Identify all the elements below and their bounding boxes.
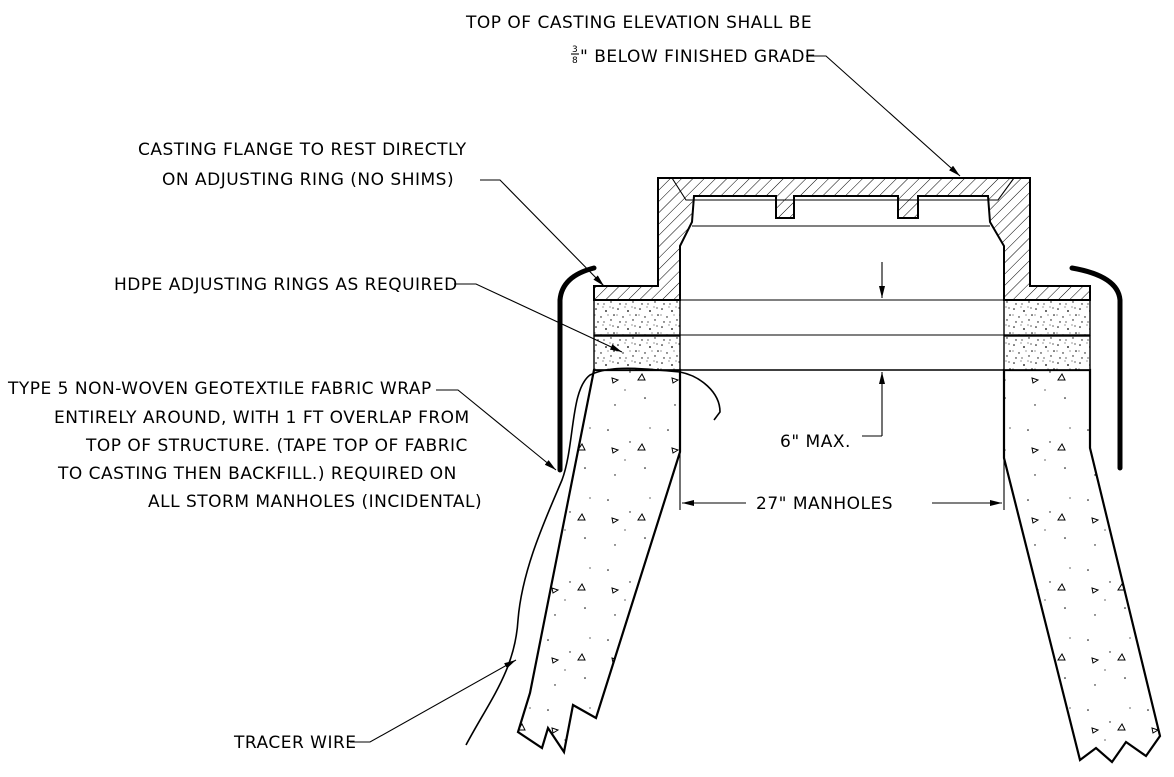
adjusting-ring-left-lower [593, 335, 681, 371]
casting-elevation-line1: TOP OF CASTING ELEVATION SHALL BE [465, 13, 812, 33]
left-manhole-wall [516, 368, 682, 755]
casting-elevation-line2: " BELOW FINISHED GRADE [580, 47, 816, 67]
geotextile-line1: TYPE 5 NON-WOVEN GEOTEXTILE FABRIC WRAP [7, 379, 432, 399]
casting-elevation-frac-num: 3 [572, 45, 578, 55]
geotextile-line2: ENTIRELY AROUND, WITH 1 FT OVERLAP FROM [54, 408, 470, 428]
geotextile-line3: TOP OF STRUCTURE. (TAPE TOP OF FABRIC [85, 436, 468, 456]
geotextile-line5: ALL STORM MANHOLES (INCIDENTAL) [148, 492, 482, 512]
right-manhole-wall [1002, 368, 1162, 764]
geotextile-right [1069, 265, 1123, 471]
casting-flange-line2: ON ADJUSTING RING (NO SHIMS) [162, 170, 454, 190]
adjusting-ring-right-lower [1003, 335, 1091, 371]
tracer-wire [465, 367, 721, 746]
manholes-27-label: 27" MANHOLES [756, 494, 893, 514]
adjusting-ring-right-upper [1003, 299, 1091, 336]
hdpe-rings-label: HDPE ADJUSTING RINGS AS REQUIRED [114, 275, 458, 295]
six-max-label: 6" MAX. [780, 432, 851, 452]
manhole-casting [593, 177, 1091, 301]
casting-flange-line1: CASTING FLANGE TO REST DIRECTLY [138, 140, 467, 160]
tracer-wire-label: TRACER WIRE [233, 733, 357, 753]
adjusting-ring-left-upper [593, 299, 681, 336]
casting-elevation-frac-den: 8 [572, 56, 578, 66]
geotextile-line4: TO CASTING THEN BACKFILL.) REQUIRED ON [57, 464, 457, 484]
